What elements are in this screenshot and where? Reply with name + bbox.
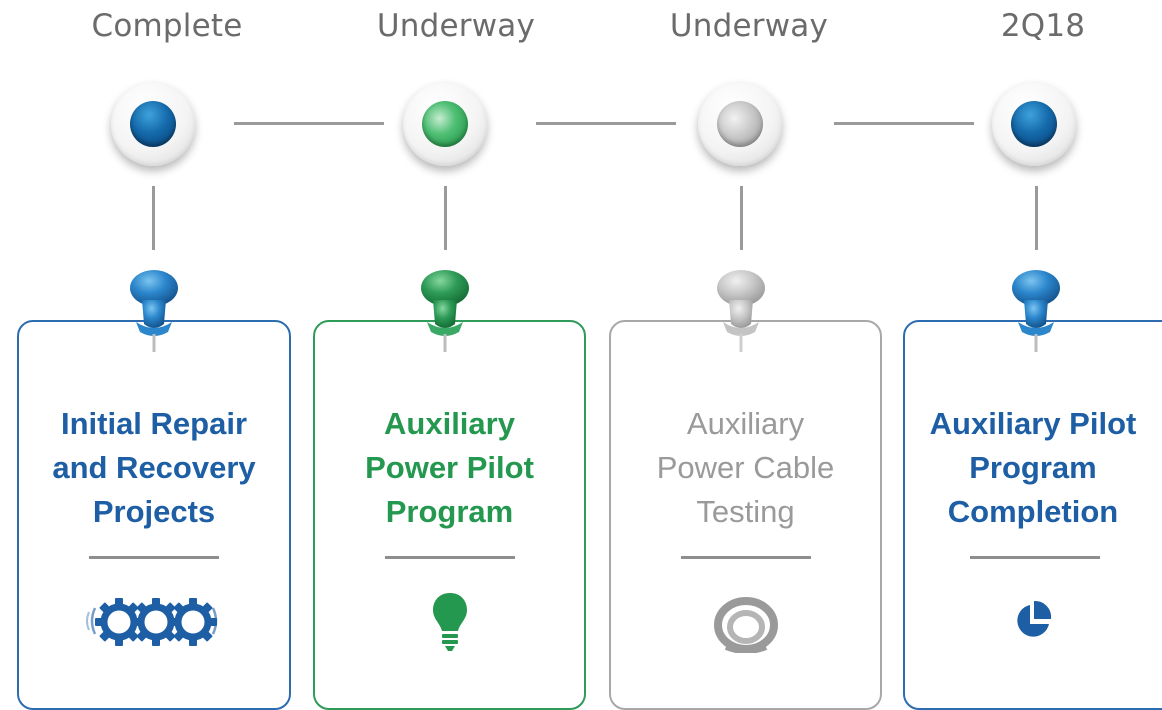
cable-coil-icon bbox=[611, 586, 880, 656]
card-divider bbox=[89, 556, 219, 559]
card-title-line: Initial Repair bbox=[60, 406, 248, 441]
timeline-connector bbox=[234, 122, 384, 125]
timeline-stem bbox=[444, 186, 447, 250]
pushpin-icon bbox=[711, 262, 771, 358]
timeline-stem bbox=[740, 186, 743, 250]
card-title-line: Auxiliary Pilot bbox=[929, 406, 1137, 441]
pushpin-icon bbox=[415, 262, 475, 358]
timeline-connector bbox=[834, 122, 974, 125]
timeline-connector bbox=[536, 122, 676, 125]
pushpin-icon bbox=[124, 262, 184, 358]
node-dot bbox=[717, 101, 763, 147]
card-title-line: Program bbox=[385, 494, 514, 529]
card-title-line: Auxiliary bbox=[686, 406, 805, 441]
node-dot bbox=[1011, 101, 1057, 147]
card-title-line: Power Pilot bbox=[365, 450, 534, 485]
card-title: Auxiliary Pilot Program Completion bbox=[905, 402, 1161, 534]
card-divider bbox=[384, 556, 515, 559]
milestone-card-3: Auxiliary Power Cable Testing bbox=[609, 320, 882, 710]
pie-chart-icon bbox=[905, 586, 1161, 656]
card-title: Initial Repair and Recovery Projects bbox=[19, 402, 289, 534]
card-divider bbox=[970, 556, 1100, 559]
milestone-card-2: Auxiliary Power Pilot Program bbox=[313, 320, 586, 710]
timeline-stem bbox=[152, 186, 155, 250]
node-dot bbox=[130, 101, 176, 147]
card-title-line: Power Cable bbox=[656, 450, 835, 485]
card-title-line: Completion bbox=[947, 494, 1119, 529]
milestone-card-1: Initial Repair and Recovery Projects bbox=[17, 320, 291, 710]
gears-icon bbox=[19, 586, 289, 656]
lightbulb-icon bbox=[315, 586, 584, 656]
card-divider bbox=[680, 556, 811, 559]
card-title-line: Program bbox=[969, 450, 1097, 485]
milestone-status-4: 2Q18 bbox=[1000, 8, 1086, 44]
card-title-line: Testing bbox=[696, 494, 795, 529]
milestone-node-2 bbox=[403, 82, 487, 166]
milestone-node-3 bbox=[698, 82, 782, 166]
milestone-status-2: Underway bbox=[376, 8, 536, 44]
card-title-line: and Recovery bbox=[52, 450, 256, 485]
timeline-stem bbox=[1035, 186, 1038, 250]
milestone-card-4: Auxiliary Pilot Program Completion bbox=[903, 320, 1162, 710]
card-title-line: Auxiliary bbox=[384, 406, 515, 441]
milestone-status-1: Complete bbox=[91, 8, 243, 44]
card-title: Auxiliary Power Cable Testing bbox=[611, 402, 880, 534]
milestone-node-4 bbox=[992, 82, 1076, 166]
milestone-status-3: Underway bbox=[669, 8, 829, 44]
pushpin-icon bbox=[1006, 262, 1066, 358]
milestone-node-1 bbox=[111, 82, 195, 166]
card-title-line: Projects bbox=[92, 494, 216, 529]
card-title: Auxiliary Power Pilot Program bbox=[315, 402, 584, 534]
node-dot bbox=[422, 101, 468, 147]
